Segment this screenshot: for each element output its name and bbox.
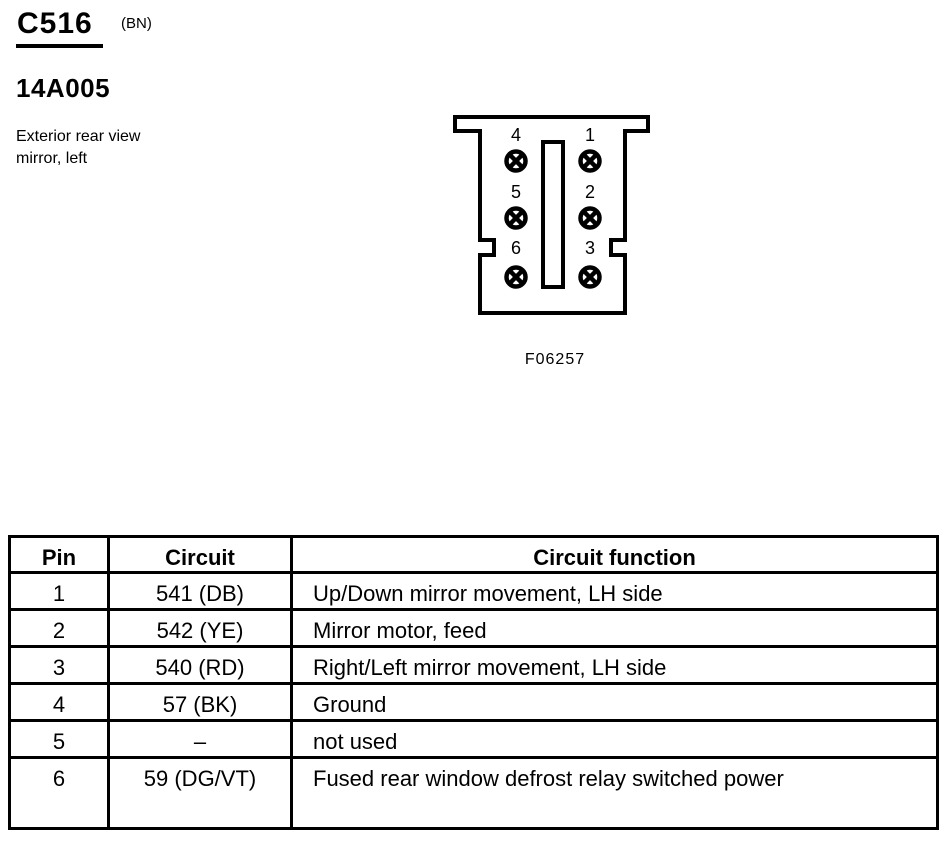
pin-cell: 4 xyxy=(8,682,110,722)
column-header-pin: Pin xyxy=(8,535,110,574)
function-cell: Ground xyxy=(290,682,939,722)
pin-label-1: 1 xyxy=(585,125,595,145)
table-header-row: Pin Circuit Circuit function xyxy=(8,535,939,574)
connector-face-diagram: 4 1 5 2 6 3 xyxy=(453,115,650,315)
pin-3-socket-icon xyxy=(581,268,600,287)
function-cell: Mirror motor, feed xyxy=(290,608,939,648)
pin-cell: 3 xyxy=(8,645,110,685)
pin-6-socket-icon xyxy=(507,268,526,287)
pinout-table: Pin Circuit Circuit function 1 541 (DB) … xyxy=(8,535,939,830)
pin-label-4: 4 xyxy=(511,125,521,145)
circuit-cell: 541 (DB) xyxy=(107,571,293,611)
circuit-cell: 542 (YE) xyxy=(107,608,293,648)
pin-cell: 6 xyxy=(8,756,110,830)
connector-code: (BN) xyxy=(121,15,152,32)
pin-1-socket-icon xyxy=(581,152,600,171)
circuit-cell: 59 (DG/VT) xyxy=(107,756,293,830)
column-header-circuit: Circuit xyxy=(107,535,293,574)
pin-4-socket-icon xyxy=(507,152,526,171)
table-row: 2 542 (YE) Mirror motor, feed xyxy=(8,608,939,648)
table-row: 3 540 (RD) Right/Left mirror movement, L… xyxy=(8,645,939,685)
pin-label-2: 2 xyxy=(585,182,595,202)
function-cell: Right/Left mirror movement, LH side xyxy=(290,645,939,685)
description-line-2: mirror, left xyxy=(16,150,88,167)
pin-cell: 1 xyxy=(8,571,110,611)
function-cell: Up/Down mirror movement, LH side xyxy=(290,571,939,611)
connector-id-title: C516 xyxy=(17,7,93,40)
title-underline xyxy=(16,44,103,48)
table-row: 4 57 (BK) Ground xyxy=(8,682,939,722)
table-row: 1 541 (DB) Up/Down mirror movement, LH s… xyxy=(8,571,939,611)
function-cell: Fused rear window defrost relay switched… xyxy=(290,756,939,830)
pin-cell: 2 xyxy=(8,608,110,648)
connector-description: Exterior rear view mirror, left xyxy=(16,126,140,170)
table-row: 6 59 (DG/VT) Fused rear window defrost r… xyxy=(8,756,939,830)
figure-number: F06257 xyxy=(524,351,586,368)
connector-center-slot xyxy=(541,140,565,289)
column-header-circuit-function: Circuit function xyxy=(290,535,939,574)
pin-2-socket-icon xyxy=(581,209,600,228)
table-row: 5 – not used xyxy=(8,719,939,759)
circuit-cell: – xyxy=(107,719,293,759)
pin-label-5: 5 xyxy=(511,182,521,202)
description-line-1: Exterior rear view xyxy=(16,128,141,145)
circuit-cell: 540 (RD) xyxy=(107,645,293,685)
pin-label-6: 6 xyxy=(511,238,521,258)
part-number: 14A005 xyxy=(16,73,111,103)
circuit-cell: 57 (BK) xyxy=(107,682,293,722)
pin-cell: 5 xyxy=(8,719,110,759)
pin-label-3: 3 xyxy=(585,238,595,258)
function-cell: not used xyxy=(290,719,939,759)
pin-5-socket-icon xyxy=(507,209,526,228)
